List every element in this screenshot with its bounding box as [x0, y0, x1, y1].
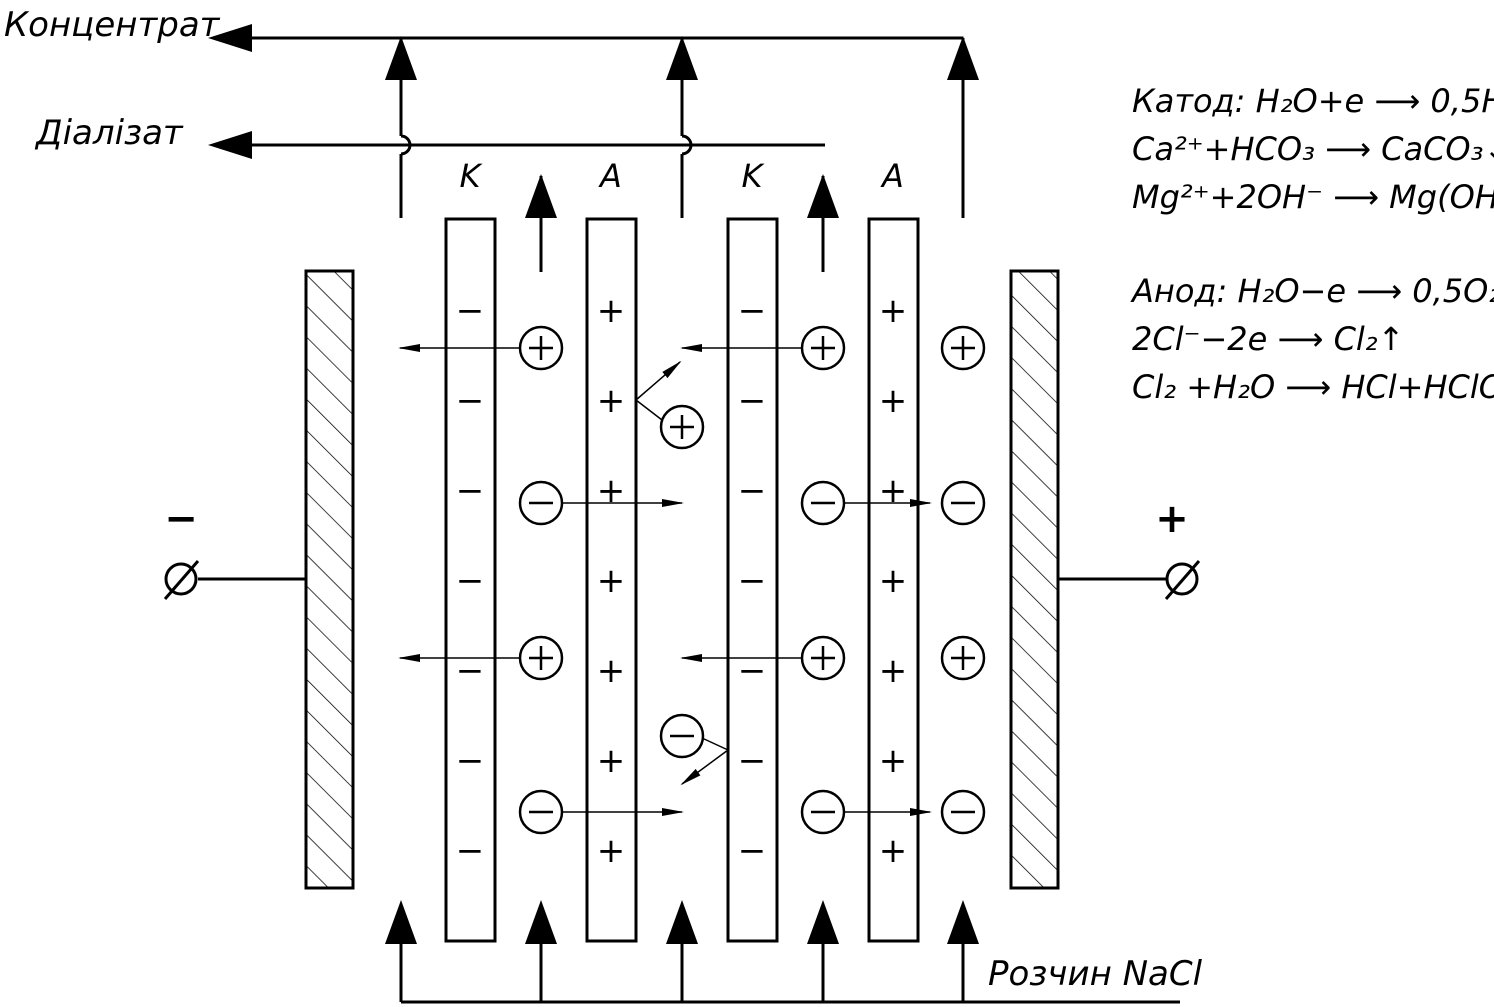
membrane-charge-sign: +: [597, 741, 626, 781]
membrane-charge-sign: −: [738, 291, 767, 331]
dialysate-up-arrows: [525, 174, 839, 272]
cathode-terminal: [163, 560, 306, 600]
membrane-charge-sign: −: [456, 651, 485, 691]
membrane-charge-sign: +: [597, 471, 626, 511]
membrane-charge-sign: +: [879, 561, 908, 601]
membrane-charge-sign: −: [456, 291, 485, 331]
membrane-charge-sign: −: [456, 741, 485, 781]
anion-ion: [800, 480, 846, 526]
anode-equation-1: Анод: H₂O−e ⟶ 0,5O₂↑: [1130, 272, 1494, 310]
anion-ion: [940, 789, 986, 835]
feed-label: Розчин NaCl: [988, 954, 1203, 994]
cation-ion: [940, 635, 986, 681]
membrane-charge-sign: +: [879, 471, 908, 511]
membrane-charge-sign: +: [879, 381, 908, 421]
dialysate-outlet-line: [208, 131, 825, 159]
membrane-charge-sign: −: [738, 651, 767, 691]
anode-equation-3: Cl₂ +H₂O ⟶ HCl+HClO: [1132, 368, 1494, 406]
anion-ion: [518, 789, 564, 835]
cation-ion: [659, 404, 705, 450]
membrane-charge-sign: −: [738, 471, 767, 511]
membrane-charge-sign: +: [597, 831, 626, 871]
membrane-label-k2: K: [742, 157, 766, 195]
cation-ion: [940, 325, 986, 371]
membrane-charge-sign: +: [879, 741, 908, 781]
membrane-charge-sign: −: [738, 381, 767, 421]
membrane-charge-sign: −: [456, 381, 485, 421]
anode-polarity: +: [1155, 496, 1189, 542]
membrane-charge-sign: −: [738, 741, 767, 781]
anion-ion: [940, 480, 986, 526]
membrane-charge-sign: +: [879, 831, 908, 871]
cation-ion: [800, 325, 846, 371]
anion-membrane-2: [867, 217, 920, 943]
cathode-electrode: [304, 269, 355, 890]
cation-ion: [800, 635, 846, 681]
anode-electrode: [1009, 269, 1060, 890]
ion-transport-arrows: [398, 344, 932, 816]
membrane-charge-sign: −: [456, 471, 485, 511]
anode-terminal: [1058, 560, 1201, 600]
anode-equation-2: 2Cl⁻−2e ⟶ Cl₂↑: [1132, 320, 1404, 358]
cathode-equation-1: Катод: H₂O+e ⟶ 0,5H₂↑: [1132, 82, 1494, 120]
membrane-charge-sign: −: [738, 561, 767, 601]
membrane-charges: − − − − − − − + + + + + + + − − − − − − − + + + + + + +: [456, 291, 908, 871]
membrane-charge-sign: −: [456, 831, 485, 871]
anion-ion: [659, 713, 705, 759]
anion-ion: [518, 480, 564, 526]
membrane-charge-sign: +: [879, 651, 908, 691]
dialysate-label: Діалізат: [34, 113, 184, 153]
cation-ion: [518, 325, 564, 371]
anion-ion: [800, 789, 846, 835]
ions: [518, 325, 986, 835]
membrane-charge-sign: +: [597, 381, 626, 421]
concentrate-label: Концентрат: [4, 5, 221, 45]
concentrate-outlet-line: [208, 24, 979, 218]
membrane-charge-sign: +: [597, 561, 626, 601]
membrane-charge-sign: +: [879, 291, 908, 331]
membrane-label-a2: A: [880, 157, 904, 195]
cation-membrane-2: [726, 217, 779, 943]
membrane-charge-sign: +: [597, 651, 626, 691]
cathode-equation-3: Mg²⁺+2OH⁻ ⟶ Mg(OH)₂↓: [1132, 178, 1494, 216]
cathode-equation-2: Ca²⁺+HCO₃ ⟶ CaCO₃↓: [1132, 130, 1494, 168]
membrane-label-a1: A: [598, 157, 622, 195]
cation-membrane-1: [444, 217, 497, 943]
membrane-charge-sign: −: [738, 831, 767, 871]
cathode-polarity: −: [164, 496, 198, 542]
cation-ion: [518, 635, 564, 681]
membrane-label-k1: K: [460, 157, 484, 195]
membrane-charge-sign: −: [456, 561, 485, 601]
feed-inlet-line: [385, 900, 1180, 1004]
membrane-charge-sign: +: [597, 291, 626, 331]
anion-membrane-1: [585, 217, 638, 943]
